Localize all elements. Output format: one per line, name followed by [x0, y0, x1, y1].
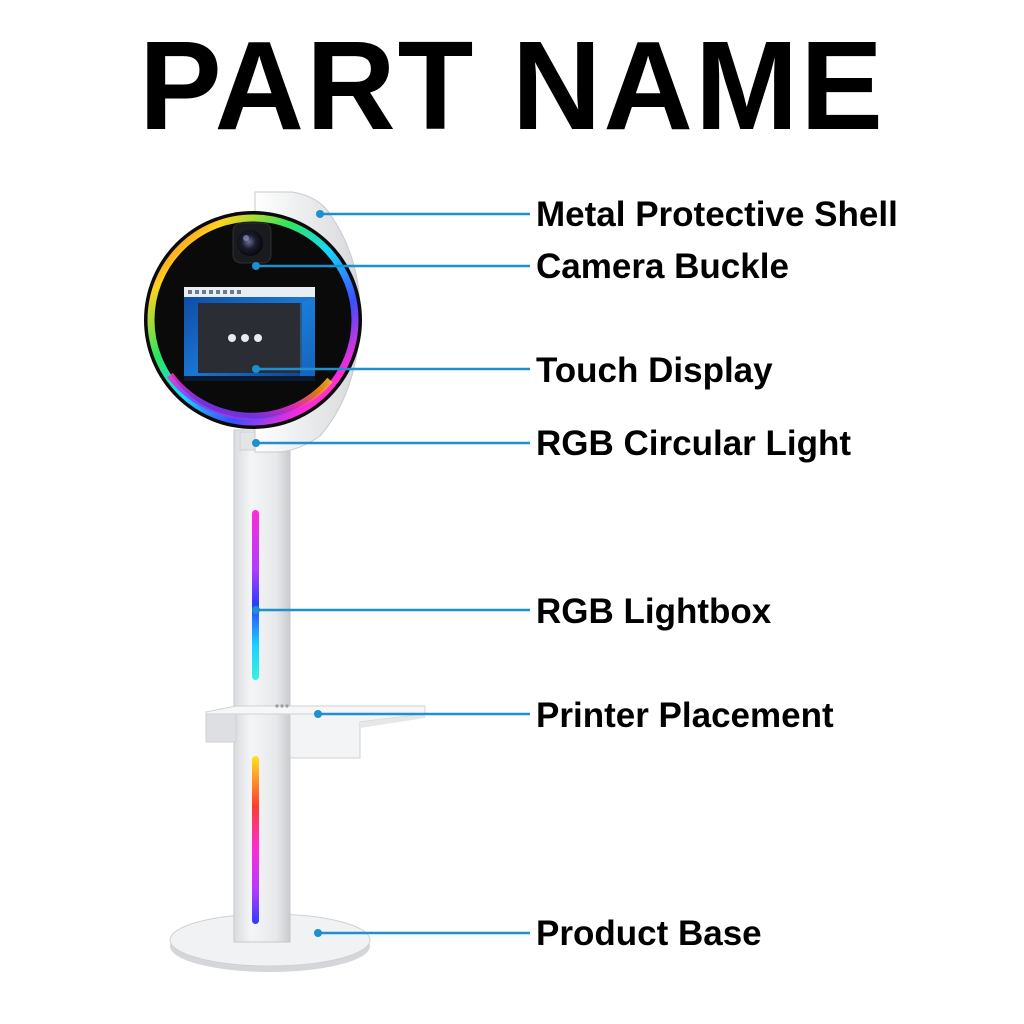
- stand-pole: [233, 429, 291, 943]
- page-title: PART NAME: [139, 15, 885, 157]
- label-rgb-lightbox: RGB Lightbox: [536, 592, 772, 631]
- touch-display-screen: [184, 287, 315, 381]
- leader-lines: [252, 210, 530, 937]
- label-rgb-circular-light: RGB Circular Light: [536, 424, 852, 463]
- rgb-lightbox-bar-top: [252, 510, 259, 680]
- label-camera-buckle: Camera Buckle: [536, 247, 789, 286]
- label-touch-display: Touch Display: [536, 351, 773, 390]
- label-product-base: Product Base: [536, 914, 762, 953]
- label-metal-protective-shell: Metal Protective Shell: [536, 195, 898, 234]
- rgb-lightbox-bar-bottom: [252, 756, 259, 924]
- camera-lens: [232, 222, 272, 264]
- label-printer-placement: Printer Placement: [536, 696, 834, 735]
